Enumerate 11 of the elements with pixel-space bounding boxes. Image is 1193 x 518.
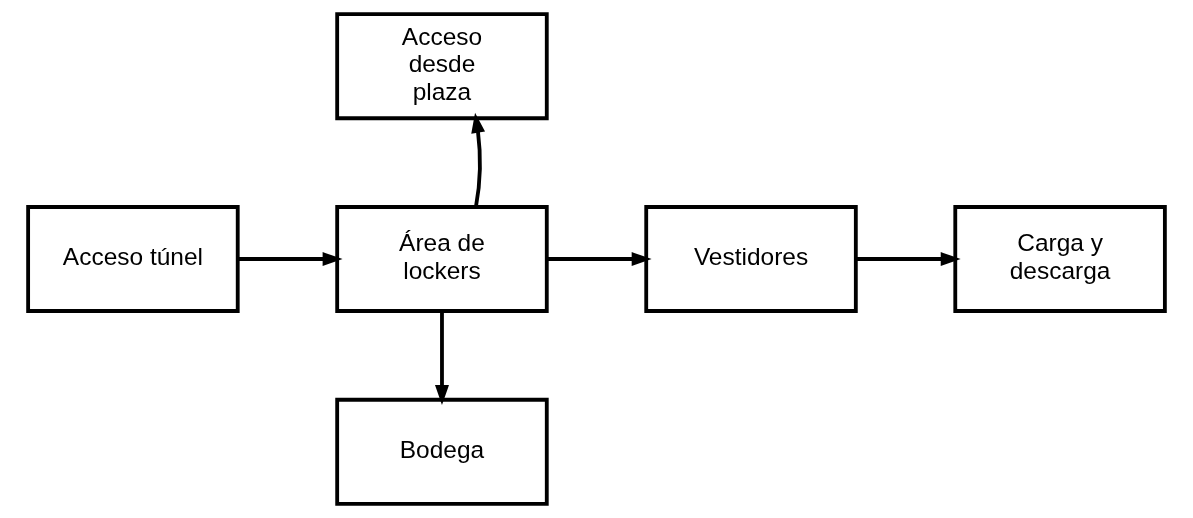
- node-box: Bodega: [335, 397, 549, 506]
- arrow: [856, 252, 961, 266]
- node-box: Carga y descarga: [953, 205, 1167, 313]
- node-box: Acceso desde plaza: [335, 12, 549, 121]
- arrow: [435, 311, 449, 406]
- arrow: [471, 112, 486, 207]
- arrow: [547, 252, 652, 266]
- arrow: [237, 252, 343, 266]
- node-box: Vestidores: [644, 205, 858, 313]
- node-box: Área de lockers: [335, 205, 549, 313]
- node-box: Acceso túnel: [26, 205, 240, 313]
